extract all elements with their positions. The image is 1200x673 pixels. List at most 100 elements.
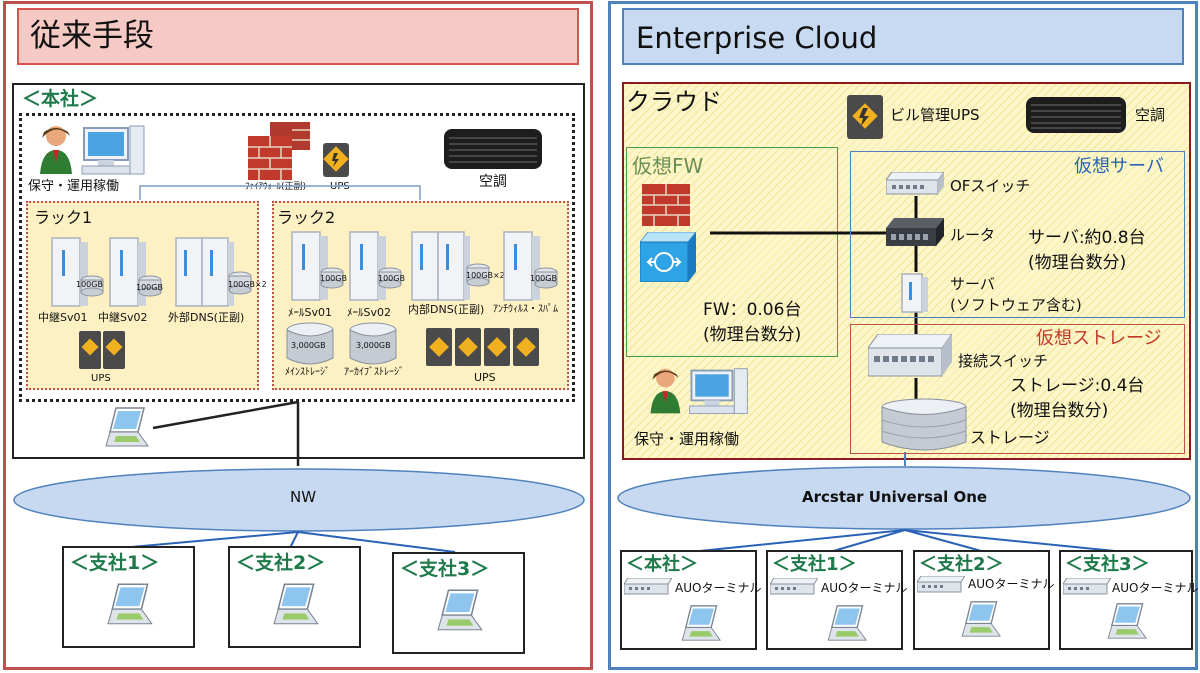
hq-inner-box — [19, 113, 575, 402]
aircon-icon — [444, 129, 542, 169]
firewall-icon — [248, 122, 310, 180]
site-4-terminal-label: AUOターミナル — [1112, 581, 1199, 595]
branch-3-label: ＜支社3＞ — [400, 558, 490, 580]
branch-3-laptop-icon — [437, 589, 483, 631]
server-sub-label: (ソフトウェア含む) — [950, 296, 1082, 314]
rack2-label: ラック2 — [277, 208, 336, 227]
vstorage-count-sub: (物理台数分) — [1010, 401, 1109, 421]
vserver-count-sub: (物理台数分) — [1028, 253, 1127, 273]
site-3-label: ＜支社2＞ — [919, 554, 1004, 575]
storage-switch-icon — [868, 334, 952, 377]
server-icon — [901, 273, 928, 313]
left-panel — [3, 1, 593, 670]
storage-icon — [881, 398, 967, 451]
vfw-label: 仮想FW — [632, 154, 704, 178]
aircon-label: 空調 — [479, 174, 507, 190]
rack1-disk-2: 100GB — [136, 283, 163, 292]
rack1-disk-3: 100GB×2 — [228, 280, 267, 289]
site-1-terminal-label: AUOターミナル — [675, 581, 762, 595]
maint-label: 保守・運用稼働 — [28, 179, 120, 194]
rack2-storage-2-label: ｱｰｶｲﾌﾞｽﾄﾚｰｼﾞ — [344, 367, 404, 378]
site-3-laptop-icon — [961, 601, 1002, 637]
rack1-server-1-icon — [51, 237, 104, 307]
arcstar-ellipse — [617, 466, 1191, 530]
left-title: 従来手段 — [30, 18, 154, 54]
server-label: サーバ — [950, 275, 995, 293]
rack1-server-2-label: 中継Sv02 — [98, 311, 148, 324]
ups-icon — [323, 143, 349, 177]
router-label: ルータ — [950, 226, 996, 244]
rack1-ups-icon — [79, 331, 125, 369]
arcstar-label: Arcstar Universal One — [802, 488, 988, 506]
rack2-server-4-icon — [503, 231, 558, 301]
maint-person-icon — [40, 125, 145, 175]
rack2-server-4-label: ｱﾝﾁｳｨﾙｽ・ｽﾊﾟﾑ — [493, 304, 558, 315]
vfw-firewall-icon — [642, 184, 690, 226]
left-title-box — [17, 8, 579, 65]
rack2-ups-icon — [426, 328, 539, 366]
rack2-storage-2: 3,000GB — [356, 341, 391, 350]
site-2-laptop-icon — [827, 605, 868, 641]
branch-1-laptop-icon — [107, 583, 153, 625]
of-switch-icon — [886, 172, 944, 195]
site-4-laptop-icon — [1107, 603, 1148, 639]
vstorage-label: 仮想ストレージ — [1036, 328, 1162, 349]
cloud-aircon-label: 空調 — [1135, 106, 1166, 124]
branch-2-label: ＜支社2＞ — [236, 552, 326, 574]
rack2-disk-4: 100GB — [530, 274, 557, 283]
rack1-server-3-label: 外部DNS(正副) — [168, 311, 245, 324]
nw-branch-lines — [119, 531, 456, 553]
router-icon — [886, 218, 944, 246]
rack1-server-3-icon — [175, 237, 252, 307]
vfw-count-sub: (物理台数分) — [703, 325, 802, 345]
vfw-count: FW：0.06台 — [703, 300, 802, 320]
rack1-server-1-label: 中継Sv01 — [38, 311, 88, 324]
rack2-storage-2-icon — [349, 322, 397, 365]
site-2-label: ＜支社1＞ — [772, 554, 857, 575]
site-3-terminal-label: AUOターミナル — [968, 577, 1055, 591]
branch-1-label: ＜支社1＞ — [70, 552, 160, 574]
vstorage-count: ストレージ:0.4台 — [1010, 376, 1145, 396]
rack2-server-3-label: 内部DNS(正副) — [408, 303, 485, 316]
storage-label: ストレージ — [970, 428, 1050, 447]
site-2-terminal-label: AUOターミナル — [821, 581, 908, 595]
branch-2-laptop-icon — [273, 583, 319, 625]
vserver-label: 仮想サーバ — [1074, 156, 1164, 177]
rack1-label: ラック1 — [34, 208, 93, 227]
of-switch-label: OFスイッチ — [950, 177, 1031, 195]
site-4-terminal-icon — [1063, 578, 1111, 595]
cloud-maint-person-icon — [650, 368, 748, 414]
rack2-storage-1-label: ﾒｲﾝｽﾄﾚｰｼﾞ — [285, 367, 330, 378]
nw-label: NW — [290, 488, 317, 506]
rack2-storage-1: 3,000GB — [291, 341, 326, 350]
hq-connectors — [139, 185, 421, 466]
site-1-terminal-icon — [624, 578, 672, 595]
site-3-terminal-icon — [917, 576, 965, 593]
nw-ellipse — [13, 468, 585, 532]
vstorage-box — [850, 324, 1185, 454]
rack1-server-2-icon — [109, 237, 162, 307]
rack2-server-1-label: ﾒｰﾙSv01 — [288, 306, 332, 319]
storage-switch-label: 接続スイッチ — [958, 352, 1049, 370]
firewall-label: ﾌｧｲｱｳｫｰﾙ(正副) — [245, 182, 307, 192]
cloud-label: クラウド — [626, 88, 722, 116]
rack2-server-1-icon — [291, 231, 344, 301]
rack2-server-2-icon — [349, 231, 402, 301]
cloud-maint-label: 保守・運用稼働 — [634, 430, 740, 448]
vfw-router-icon — [640, 232, 696, 282]
rack2-disk-2: 100GB — [378, 274, 405, 283]
vserver-box — [850, 151, 1185, 318]
right-title: Enterprise Cloud — [636, 21, 878, 55]
site-2-terminal-icon — [770, 578, 818, 595]
rack2-disk-3: 100GB×2 — [466, 271, 505, 280]
cloud-aircon-icon — [1026, 97, 1126, 133]
vserver-count: サーバ:約0.8台 — [1028, 228, 1146, 248]
rack2-server-3-icon — [411, 231, 490, 301]
site-1-box — [620, 550, 757, 650]
building-ups-label: ビル管理UPS — [890, 106, 980, 124]
rack2-ups-label: UPS — [474, 371, 496, 384]
laptop-icon — [105, 407, 149, 447]
rack2-server-2-label: ﾒｰﾙSv02 — [347, 306, 391, 319]
